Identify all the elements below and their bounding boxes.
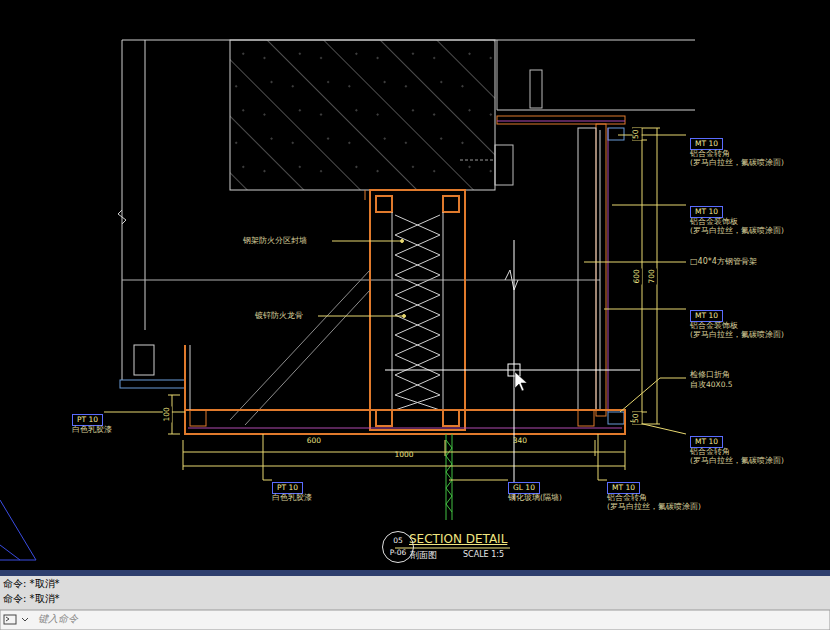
material-code: MT 10 xyxy=(690,436,723,448)
command-line: 键入命令 xyxy=(38,613,78,625)
material-code: MT 10 xyxy=(690,206,723,218)
material-code: MT 10 xyxy=(690,310,723,322)
material-tag: MT 10铝合金装饰板(罗马白拉丝，氟碳喷涂面) xyxy=(690,199,784,236)
material-tag: MT 10铝合金装饰板(罗马白拉丝，氟碳喷涂面) xyxy=(690,303,784,340)
material-note: (罗马白拉丝，氟碳喷涂面) xyxy=(607,503,701,512)
material-tag: PT 10白色乳胶漆 xyxy=(72,407,112,435)
command-line: 命令: *取消* xyxy=(3,578,60,590)
material-code: MT 10 xyxy=(607,482,640,494)
material-note: (罗马白拉丝，氟碳喷涂面) xyxy=(690,457,784,466)
dimension-text: 700 xyxy=(648,268,657,284)
dimension-text: 600 xyxy=(633,268,642,284)
annotation: 钢架防火分区封墙 xyxy=(243,236,307,245)
annotation: SCALE 1:5 xyxy=(463,550,504,559)
annotation: 镀锌防火龙骨 xyxy=(255,311,303,320)
annotation: 检修口折角 xyxy=(690,371,730,380)
annotation: □40*4方钢管骨架 xyxy=(690,257,757,266)
dimension-text: 340 xyxy=(513,437,527,446)
material-note: 铝合金转角 xyxy=(690,448,784,457)
material-note: 铝合金装饰板 xyxy=(690,218,784,227)
material-note: 白色乳胶漆 xyxy=(272,494,312,503)
annotation: 剖面图 xyxy=(410,550,437,560)
callout-number: P-06 xyxy=(383,547,413,559)
material-note: 钢化玻璃(隔墙) xyxy=(508,494,562,503)
material-note: 铝合金装饰板 xyxy=(690,322,784,331)
material-tag: MT 10铝合金转角(罗马白拉丝，氟碳喷涂面) xyxy=(690,131,784,168)
material-note: 白色乳胶漆 xyxy=(72,426,112,435)
material-note: (罗马白拉丝，氟碳喷涂面) xyxy=(690,227,784,236)
material-tag: GL 10钢化玻璃(隔墙) xyxy=(508,475,562,503)
dimension-text: 100 xyxy=(163,406,172,422)
drawing-title: SECTION DETAIL xyxy=(409,532,507,546)
material-code: GL 10 xyxy=(508,482,540,494)
material-tag: PT 10白色乳胶漆 xyxy=(272,475,312,503)
material-note: (罗马白拉丝，氟碳喷涂面) xyxy=(690,159,784,168)
material-note: 铝合金转角 xyxy=(690,150,784,159)
dimension-text: 50 xyxy=(633,128,642,140)
material-code: PT 10 xyxy=(272,482,303,494)
annotation: 自攻40X0.5 xyxy=(690,381,733,390)
material-code: PT 10 xyxy=(72,414,103,426)
dimension-text: 1000 xyxy=(394,451,413,460)
material-note: 铝合金转角 xyxy=(607,494,701,503)
material-tag: MT 10铝合金转角(罗马白拉丝，氟碳喷涂面) xyxy=(690,429,784,466)
command-line: 命令: *取消* xyxy=(3,593,60,605)
material-tag: MT 10铝合金转角(罗马白拉丝，氟碳喷涂面) xyxy=(607,475,701,512)
dimension-text: 50 xyxy=(633,412,642,424)
material-note: (罗马白拉丝，氟碳喷涂面) xyxy=(690,331,784,340)
callout-number: 05 xyxy=(383,535,413,547)
section-callout: 05P-06 xyxy=(382,531,414,563)
material-code: MT 10 xyxy=(690,138,723,150)
dimension-text: 600 xyxy=(307,437,321,446)
